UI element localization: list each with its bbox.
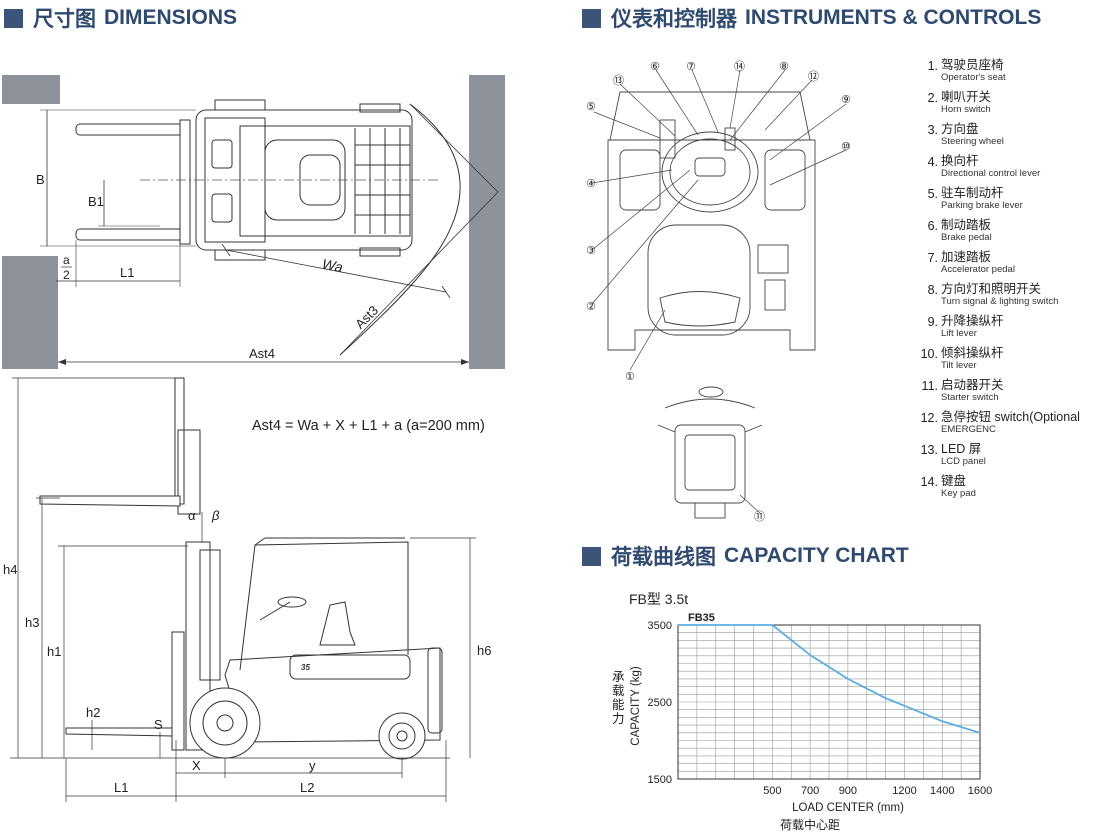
dim-label-S: S bbox=[154, 717, 163, 732]
x-tick-label: 1400 bbox=[930, 785, 954, 797]
callout-9: ⑨ bbox=[841, 94, 851, 106]
x-tick-label: 1600 bbox=[968, 785, 992, 797]
ast4-formula: Ast4 = Wa + X + L1 + a (a=200 mm) bbox=[252, 418, 485, 434]
dim-label-B: B bbox=[36, 172, 45, 187]
callout-10: ⑩ bbox=[841, 141, 851, 153]
dim-label-Wa: Wa bbox=[321, 256, 345, 276]
dim-label-h2: h2 bbox=[86, 705, 100, 720]
x-tick-label: 900 bbox=[839, 785, 857, 797]
wall-block bbox=[2, 75, 60, 104]
dim-label-L2: L2 bbox=[300, 780, 314, 795]
callout-8: ⑧ bbox=[779, 61, 789, 73]
dim-label-h4: h4 bbox=[3, 562, 17, 577]
dim-label-a-den: 2 bbox=[63, 268, 70, 282]
dim-label-a: a bbox=[63, 253, 70, 267]
y-tick-label: 2500 bbox=[648, 697, 672, 709]
chart-title: FB型 3.5t bbox=[629, 591, 688, 607]
title-square-icon bbox=[582, 546, 601, 566]
callout-11: ⑪ bbox=[754, 510, 765, 523]
dim-label-B1: B1 bbox=[88, 194, 104, 209]
x-tick-label: 700 bbox=[801, 785, 819, 797]
chart-ticks: 500 700 900 1200 1400 1600 1500 2500 3500 bbox=[648, 620, 993, 797]
wall-block bbox=[469, 75, 505, 369]
y-tick-label: 1500 bbox=[648, 774, 672, 786]
dim-label-Ast4: Ast4 bbox=[249, 346, 275, 361]
dim-label-h6: h6 bbox=[477, 643, 491, 658]
series-label: FB35 bbox=[688, 612, 715, 624]
callout-12: ⑫ bbox=[808, 70, 819, 83]
callout-1: ① bbox=[625, 371, 635, 383]
callout-4: ④ bbox=[586, 178, 596, 190]
x-tick-label: 500 bbox=[763, 785, 781, 797]
dim-label-L1-side: L1 bbox=[114, 780, 128, 795]
callout-2: ② bbox=[586, 301, 596, 313]
dim-label-Ast3: Ast3 bbox=[352, 303, 381, 332]
side-view-drawing: 35 h4 h3 h1 h2 S α β X y L1 L2 h6 bbox=[3, 377, 491, 802]
plot-frame bbox=[677, 624, 981, 780]
callout-14: ⑭ bbox=[734, 60, 745, 73]
dim-label-h1: h1 bbox=[47, 644, 61, 659]
dim-label-h3: h3 bbox=[25, 615, 39, 630]
chart-ylabel: CAPACITY (kg) bbox=[630, 666, 642, 746]
dim-label-beta: β bbox=[211, 508, 220, 523]
x-tick-label: 1200 bbox=[892, 785, 916, 797]
instruments-drawing: ① ② ③ ④ ⑤ ⑥ ⑦ ⑧ ⑨ ⑩ ⑪ ⑫ ⑬ ⑭ bbox=[586, 60, 851, 523]
chart-axes bbox=[677, 624, 981, 780]
dimensions-title: 尺寸图 DIMENSIONS bbox=[4, 3, 237, 33]
title-square-icon bbox=[4, 8, 23, 28]
callout-5: ⑤ bbox=[586, 101, 596, 113]
chart-xlabel-zh: 荷载中心距 bbox=[780, 817, 840, 832]
dim-label-L1: L1 bbox=[120, 265, 134, 280]
dim-label-y: y bbox=[309, 758, 316, 773]
callout-7: ⑦ bbox=[686, 61, 696, 73]
dim-label-alpha: α bbox=[188, 508, 196, 523]
callout-6: ⑥ bbox=[650, 61, 660, 73]
title-square-icon bbox=[582, 8, 601, 28]
capacity-title: 荷载曲线图 CAPACITY CHART bbox=[582, 541, 909, 571]
chart-ylabel-zh: 承载能力 bbox=[612, 670, 625, 726]
dim-label-X: X bbox=[192, 758, 201, 773]
series-line-fb35 bbox=[678, 624, 981, 734]
capacity-chart: FB型 3.5t 500 700 900 1200 1400 1600 1500 2500 35… bbox=[629, 591, 993, 832]
instruments-title: 仪表和控制器 INSTRUMENTS & CONTROLS bbox=[582, 3, 1041, 33]
chart-series: FB35 bbox=[678, 612, 981, 734]
y-tick-label: 3500 bbox=[648, 620, 672, 632]
callout-3: ③ bbox=[586, 245, 596, 257]
callout-13: ⑬ bbox=[613, 74, 624, 87]
truck-badge: 35 bbox=[301, 663, 310, 672]
chart-xlabel: LOAD CENTER (mm) bbox=[792, 802, 904, 814]
wall-block bbox=[2, 256, 58, 369]
chart-grid bbox=[678, 625, 980, 779]
top-view-drawing: B B1 a 2 L1 Wa Ast3 Ast4 bbox=[2, 75, 505, 369]
